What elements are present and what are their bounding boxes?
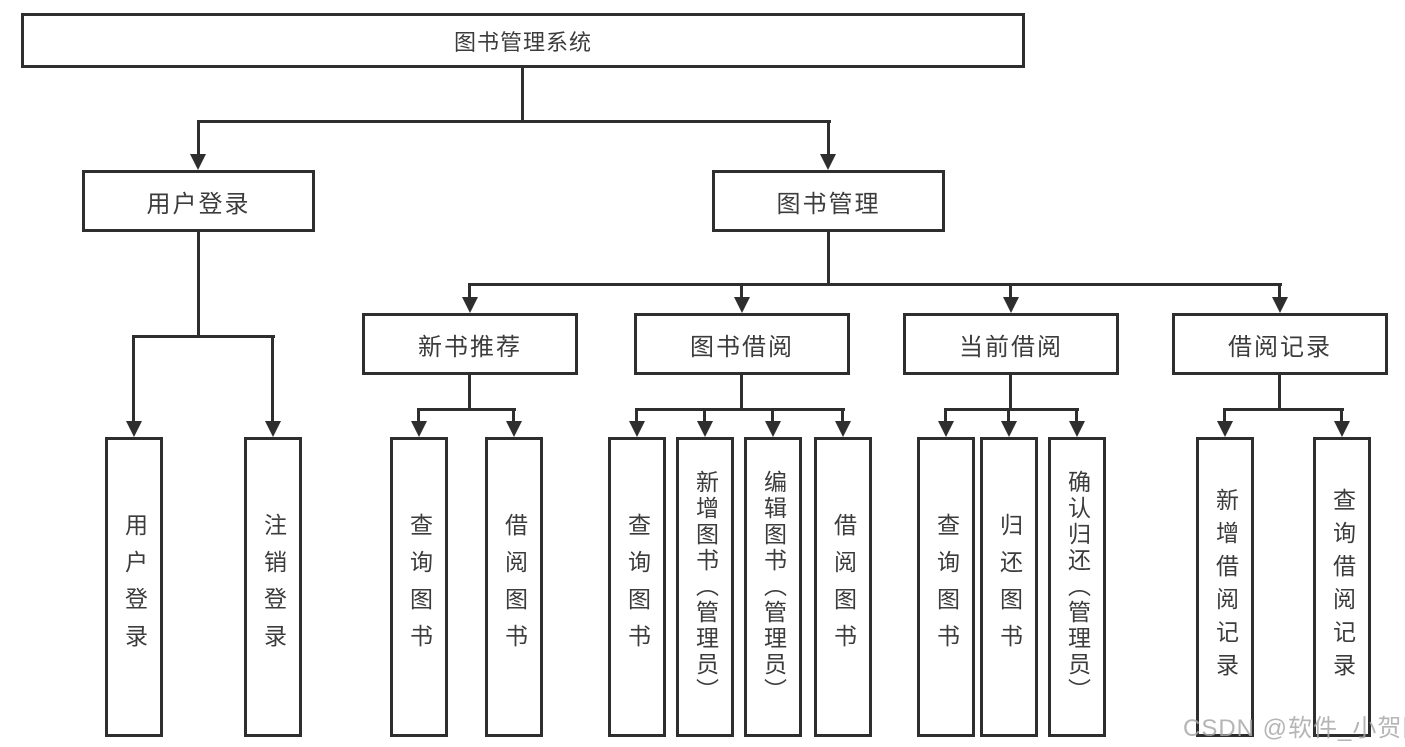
leaf-query-books-recommend-node: 查询图书 [390,437,448,737]
connector-line [635,408,638,424]
leaf-query-books-borrowing-node: 查询图书 [608,437,666,737]
connector-line [1075,408,1078,424]
connector-line [827,120,830,158]
connector-line [1223,408,1344,411]
leaf-add-borrow-record-node: 新增借阅记录 [1196,437,1254,737]
connector-line [740,375,743,411]
branch-user-login-node: 用户登录 [82,170,315,232]
leaf-query-books-recommend-label: 查询图书 [406,513,433,661]
leaf-return-books-label: 归还图书 [996,513,1023,661]
section-borrowing-records-label: 借阅记录 [1228,333,1332,361]
arrow-down-icon [1334,421,1350,437]
section-current-borrowing-label: 当前借阅 [959,333,1063,361]
connector-line [827,232,830,283]
connector-line [271,335,274,424]
connector-line [1278,283,1281,301]
leaf-add-borrow-record-label: 新增借阅记录 [1212,488,1239,686]
leaf-edit-books-admin-node: 编辑图书（管理员） [744,437,802,737]
connector-line [417,408,516,411]
section-borrowing-records-node: 借阅记录 [1172,313,1388,375]
leaf-borrow-books-borrowing-label: 借阅图书 [830,513,857,661]
connector-line [1007,408,1010,424]
leaf-user-login-label: 用户登录 [121,513,148,661]
leaf-confirm-return-admin-node: 确认归还（管理员） [1048,437,1106,737]
arrow-down-icon [190,154,206,170]
section-book-borrowing-node: 图书借阅 [634,313,850,375]
leaf-edit-books-admin-label: 编辑图书（管理员） [760,470,787,704]
arrow-down-icon [1272,297,1288,313]
leaf-query-books-current-label: 查询图书 [933,513,960,661]
section-current-borrowing-node: 当前借阅 [903,313,1119,375]
arrow-down-icon [265,421,281,437]
arrow-down-icon [462,297,478,313]
section-new-book-recommendation-node: 新书推荐 [362,313,578,375]
connector-line [197,120,831,123]
arrow-down-icon [938,421,954,437]
arrow-down-icon [411,421,427,437]
connector-line [1278,375,1281,411]
leaf-user-login-node: 用户登录 [105,437,163,737]
connector-line [417,408,420,424]
connector-line [197,120,200,158]
connector-line [197,232,200,335]
arrow-down-icon [734,297,750,313]
leaf-query-books-borrowing-label: 查询图书 [624,513,651,661]
section-new-book-recommendation-label: 新书推荐 [418,333,522,361]
connector-line [468,283,471,301]
arrow-down-icon [1001,421,1017,437]
connector-line [703,408,706,424]
connector-line [468,283,1282,286]
connector-line [771,408,774,424]
connector-line [468,375,471,411]
connector-line [1223,408,1226,424]
leaf-borrow-books-recommend-node: 借阅图书 [485,437,543,737]
leaf-query-borrow-record-label: 查询借阅记录 [1329,488,1356,686]
arrow-down-icon [1217,421,1233,437]
leaf-return-books-node: 归还图书 [980,437,1038,737]
leaf-add-books-admin-label: 新增图书（管理员） [692,470,719,704]
root-node-label: 图书管理系统 [453,29,592,55]
arrow-down-icon [697,421,713,437]
leaf-query-borrow-record-node: 查询借阅记录 [1313,437,1371,737]
leaf-query-books-current-node: 查询图书 [917,437,975,737]
csdn-watermark: CSDN @软件_小贺同学 [1183,715,1405,742]
leaf-logout-label: 注销登录 [260,513,287,661]
arrow-down-icon [765,421,781,437]
connector-line [132,335,135,424]
connector-line [944,408,1079,411]
leaf-logout-node: 注销登录 [244,437,302,737]
connector-line [132,335,275,338]
arrow-down-icon [126,421,142,437]
branch-book-management-label: 图书管理 [776,190,881,218]
arrow-down-icon [835,421,851,437]
branch-user-login-label: 用户登录 [146,190,251,218]
section-book-borrowing-label: 图书借阅 [690,333,794,361]
leaf-borrow-books-recommend-label: 借阅图书 [501,513,528,661]
leaf-borrow-books-borrowing-node: 借阅图书 [814,437,872,737]
connector-line [635,408,845,411]
arrow-down-icon [506,421,522,437]
connector-line [1009,283,1012,301]
connector-line [521,68,524,120]
arrow-down-icon [1069,421,1085,437]
leaf-confirm-return-admin-label: 确认归还（管理员） [1064,470,1091,704]
connector-line [944,408,947,424]
connector-line [1340,408,1343,424]
arrow-down-icon [629,421,645,437]
branch-book-management-node: 图书管理 [712,170,945,232]
connector-line [740,283,743,301]
connector-line [1009,375,1012,411]
connector-line [841,408,844,424]
root-node-library-management-system: 图书管理系统 [21,13,1025,68]
connector-line [512,408,515,424]
leaf-add-books-admin-node: 新增图书（管理员） [676,437,734,737]
arrow-down-icon [1003,297,1019,313]
arrow-down-icon [820,154,836,170]
